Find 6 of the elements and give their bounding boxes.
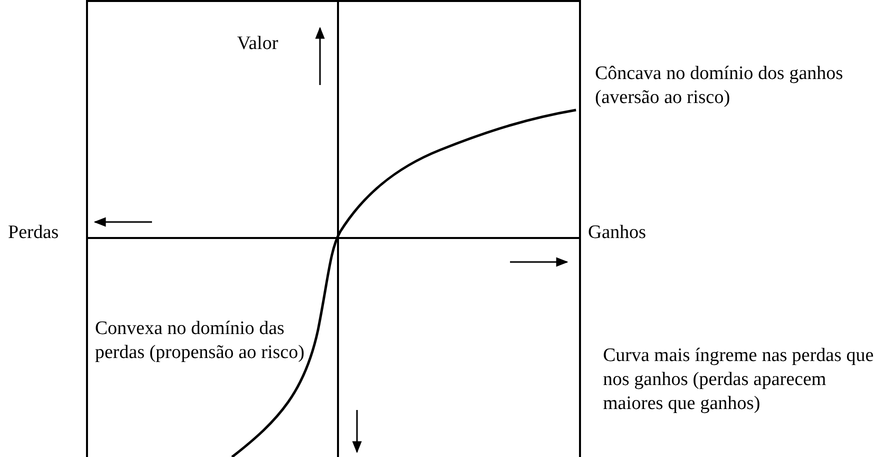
axis-label: Valor bbox=[237, 32, 278, 56]
annotation-text: Convexa no domínio das perdas (propensão ao risco) bbox=[95, 317, 306, 365]
annotation-text: Curva mais íngreme nas perdas que nos ganhos (perdas aparecem maiores que ganhos) bbox=[603, 344, 875, 416]
axis-label: Perdas bbox=[8, 221, 59, 245]
axis-label: Ganhos bbox=[588, 221, 646, 245]
annotation-text: Côncava no domínio dos ganhos (aversão ao risco) bbox=[595, 62, 844, 110]
